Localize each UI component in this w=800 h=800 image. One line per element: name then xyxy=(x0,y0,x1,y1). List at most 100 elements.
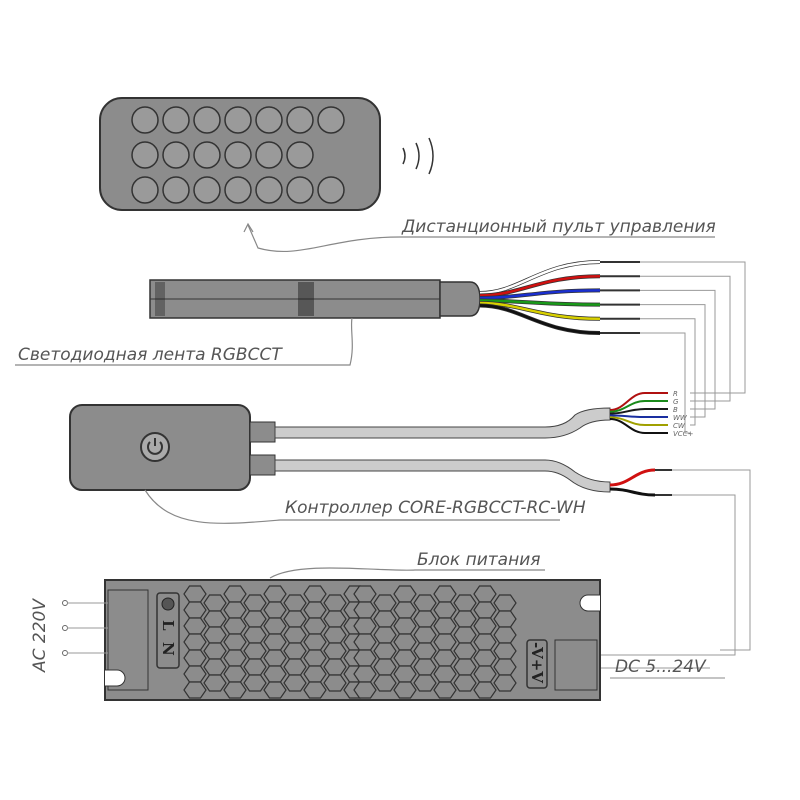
controller-wire xyxy=(609,400,668,413)
vent-hole xyxy=(183,681,207,699)
remote-label: Дистанционный пульт управления xyxy=(401,217,716,237)
vent-hole xyxy=(433,585,457,603)
vent-hole xyxy=(223,665,247,683)
remote-button xyxy=(131,176,159,204)
vent-hole xyxy=(353,585,377,603)
remote-button xyxy=(193,141,221,169)
vent-hole xyxy=(433,681,457,699)
vent-hole xyxy=(323,642,347,660)
controller-leader xyxy=(144,489,560,524)
vent-hole xyxy=(353,681,377,699)
vent-hole xyxy=(353,617,377,635)
connection-lines xyxy=(600,261,751,669)
remote-button xyxy=(162,176,190,204)
remote-button xyxy=(224,141,252,169)
vent-hole xyxy=(203,626,227,644)
vent-hole xyxy=(453,674,477,692)
vent-hole xyxy=(263,617,287,635)
vent-hole xyxy=(263,681,287,699)
vent-hole xyxy=(283,658,307,676)
controller-pin-label: G xyxy=(673,398,679,406)
vent-hole xyxy=(183,665,207,683)
vent-hole xyxy=(243,642,267,660)
controller-wires xyxy=(609,392,672,497)
strip-leader xyxy=(15,317,353,366)
vent-hole xyxy=(223,633,247,651)
controller-wire xyxy=(609,416,668,426)
remote-button xyxy=(255,176,283,204)
controller-pin-label: R xyxy=(673,390,678,398)
psu-mark-l: L xyxy=(159,620,177,631)
strip-wire xyxy=(479,304,601,335)
vent-hole xyxy=(393,649,417,667)
connection-line xyxy=(640,289,716,410)
strip-wires xyxy=(479,260,640,335)
psu-leader xyxy=(269,567,545,579)
vent-hole xyxy=(453,658,477,676)
remote-leader xyxy=(243,222,715,253)
vent-hole xyxy=(393,601,417,619)
vent-hole xyxy=(413,626,437,644)
vent-hole xyxy=(263,601,287,619)
controller-pin-label: B xyxy=(673,406,678,414)
vent-hole xyxy=(283,594,307,612)
vent-hole xyxy=(493,594,517,612)
remote-button xyxy=(286,141,314,169)
vent-hole xyxy=(183,585,207,603)
strip-wire xyxy=(479,260,601,295)
vent-hole xyxy=(413,658,437,676)
remote-button xyxy=(131,141,159,169)
vent-hole xyxy=(473,585,497,603)
vent-hole xyxy=(283,674,307,692)
ground-icon xyxy=(161,597,175,611)
vent-hole xyxy=(223,617,247,635)
remote-button xyxy=(224,106,252,134)
vent-hole xyxy=(203,594,227,612)
strip-label: Светодиодная лента RGBCCT xyxy=(18,345,283,365)
power-wire xyxy=(609,468,656,487)
remote-buttons xyxy=(131,106,345,204)
remote-button xyxy=(193,106,221,134)
vent-hole xyxy=(453,642,477,660)
vent-hole xyxy=(413,610,437,628)
controller-wire xyxy=(609,392,668,411)
vent-hole xyxy=(303,601,327,619)
vent-hole xyxy=(183,649,207,667)
vent-hole xyxy=(393,633,417,651)
remote-button xyxy=(286,176,314,204)
remote-control xyxy=(99,97,381,211)
vent-hole xyxy=(393,665,417,683)
remote-button xyxy=(162,106,190,134)
strip-wire xyxy=(479,274,601,297)
vent-hole xyxy=(373,674,397,692)
vent-hole xyxy=(353,601,377,619)
vent-hole xyxy=(493,642,517,660)
vent-hole xyxy=(263,665,287,683)
vent-hole xyxy=(243,626,267,644)
vent-hole xyxy=(433,649,457,667)
controller-wire xyxy=(609,418,668,434)
remote-button xyxy=(224,176,252,204)
connection-line xyxy=(640,304,706,418)
remote-button xyxy=(255,106,283,134)
vent-hole xyxy=(323,674,347,692)
vent-hole xyxy=(473,665,497,683)
vent-hole xyxy=(453,626,477,644)
vent-hole xyxy=(453,594,477,612)
vent-hole xyxy=(353,665,377,683)
connection-line xyxy=(640,332,690,434)
controller-label: Контроллер CORE-RGBCCT-RC-WH xyxy=(285,498,586,518)
vent-hole xyxy=(353,633,377,651)
vent-hole xyxy=(453,610,477,628)
vent-hole xyxy=(243,594,267,612)
vent-hole xyxy=(203,674,227,692)
vent-hole xyxy=(243,674,267,692)
remote-button xyxy=(162,141,190,169)
vent-hole xyxy=(323,610,347,628)
vent-hole xyxy=(473,649,497,667)
vent-hole xyxy=(413,594,437,612)
vent-hole xyxy=(303,649,327,667)
power-button-icon xyxy=(140,432,170,462)
remote-button xyxy=(193,176,221,204)
